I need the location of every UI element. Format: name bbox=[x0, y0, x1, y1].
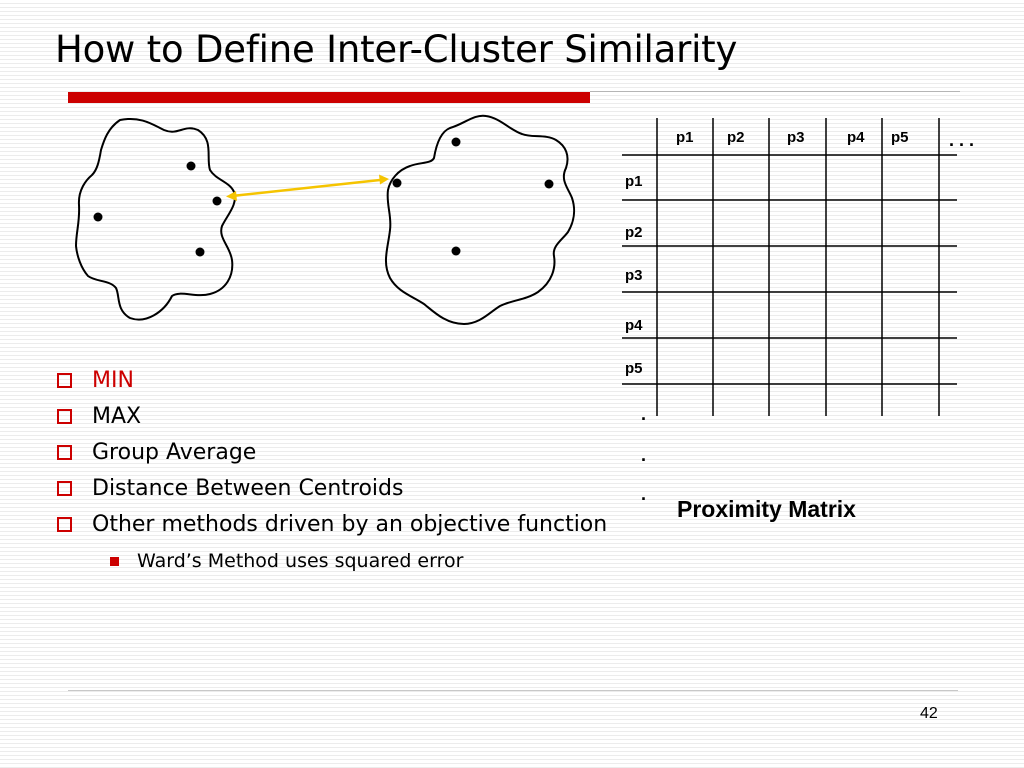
data-point bbox=[195, 247, 205, 257]
bullet-label: Other methods driven by an objective fun… bbox=[92, 512, 608, 537]
left-cluster-points bbox=[93, 161, 222, 257]
left-cluster-outline bbox=[74, 118, 236, 321]
page-number: 42 bbox=[920, 705, 938, 722]
column-ellipsis: . . . bbox=[949, 130, 974, 150]
matrix-column-headers: p1 p2 p3 p4 p5 bbox=[676, 129, 909, 146]
bullet-label: MAX bbox=[92, 404, 142, 429]
data-point bbox=[212, 196, 222, 206]
hollow-square-bullet-icon bbox=[57, 517, 72, 532]
row-ellipsis-dot: . bbox=[641, 445, 646, 465]
footer-divider bbox=[68, 690, 958, 691]
data-point bbox=[451, 246, 461, 256]
sub-bullet-item: Ward’s Method uses squared error bbox=[55, 548, 615, 574]
bullet-item: MIN bbox=[55, 366, 615, 396]
bullet-item: MAX bbox=[55, 402, 615, 432]
row-header-p5: p5 bbox=[625, 360, 643, 377]
bullet-label: MIN bbox=[92, 368, 134, 393]
row-ellipsis-dot: . bbox=[641, 404, 646, 424]
column-header-p2: p2 bbox=[727, 129, 745, 146]
hollow-square-bullet-icon bbox=[57, 445, 72, 460]
column-header-p3: p3 bbox=[787, 129, 805, 146]
bullet-item: Group Average bbox=[55, 438, 615, 468]
bullet-item: Distance Between Centroids bbox=[55, 474, 615, 504]
bullet-label: Group Average bbox=[92, 440, 257, 465]
right-cluster-points bbox=[392, 137, 554, 256]
right-cluster-outline bbox=[384, 114, 576, 326]
data-point bbox=[392, 178, 402, 188]
row-header-p4: p4 bbox=[625, 317, 643, 334]
hollow-square-bullet-icon bbox=[57, 409, 72, 424]
sub-bullet-label: Ward’s Method uses squared error bbox=[137, 550, 464, 572]
row-header-p3: p3 bbox=[625, 267, 643, 284]
data-point bbox=[93, 212, 103, 222]
bullet-list: MIN MAX Group Average Distance Between C… bbox=[55, 366, 615, 574]
data-point bbox=[186, 161, 196, 171]
title-divider bbox=[590, 91, 960, 92]
title-accent-bar bbox=[68, 92, 590, 103]
column-header-p4: p4 bbox=[847, 129, 865, 146]
row-ellipsis-dot: . bbox=[641, 484, 646, 504]
slide-title: How to Define Inter-Cluster Similarity bbox=[55, 28, 738, 71]
bullet-item: Other methods driven by an objective fun… bbox=[55, 510, 615, 540]
column-header-p5: p5 bbox=[891, 129, 909, 146]
row-header-p1: p1 bbox=[625, 173, 643, 190]
proximity-matrix-caption: Proximity Matrix bbox=[677, 496, 856, 522]
data-point bbox=[451, 137, 461, 147]
hollow-square-bullet-icon bbox=[57, 373, 72, 388]
filled-square-bullet-icon bbox=[110, 557, 119, 566]
matrix-row-headers: p1 p2 p3 p4 p5 bbox=[625, 173, 643, 377]
row-ellipsis: . . . bbox=[641, 404, 646, 504]
proximity-matrix-grid bbox=[622, 118, 957, 416]
hollow-square-bullet-icon bbox=[57, 481, 72, 496]
row-header-p2: p2 bbox=[625, 224, 643, 241]
bullet-label: Distance Between Centroids bbox=[92, 476, 404, 501]
min-link-arrow bbox=[226, 174, 389, 201]
column-header-p1: p1 bbox=[676, 129, 694, 146]
data-point bbox=[544, 179, 554, 189]
